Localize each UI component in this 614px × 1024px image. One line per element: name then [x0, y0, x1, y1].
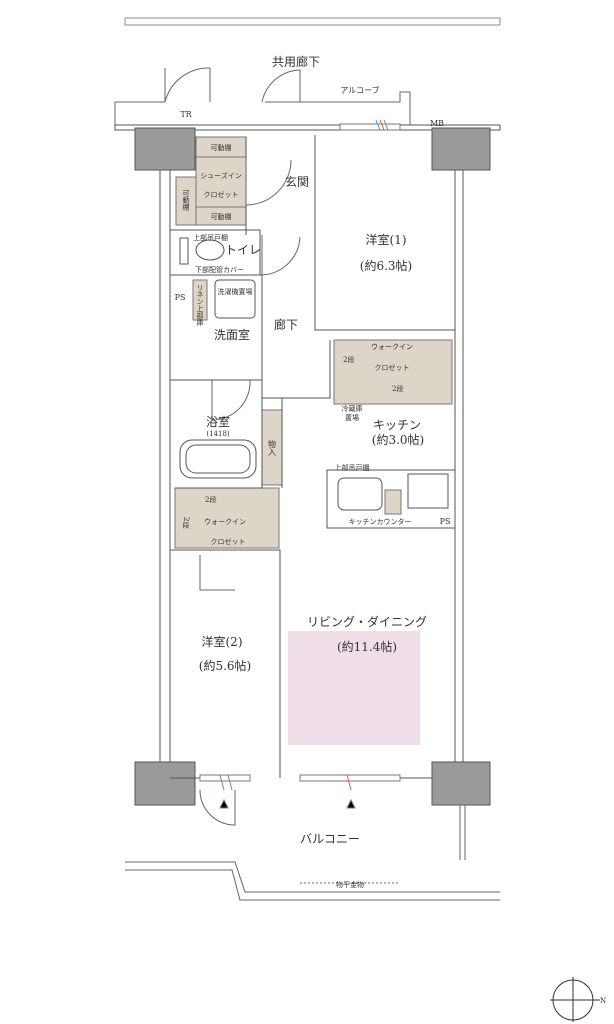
- living-area-highlight: [288, 631, 420, 745]
- label-two-step: 2段: [182, 517, 190, 530]
- label-two-step: 2段: [205, 495, 216, 504]
- label-mb: MB: [430, 119, 444, 128]
- label-hallway: 廊下: [274, 317, 298, 332]
- label-shelf: 可動棚: [211, 212, 232, 221]
- label-north: N: [600, 997, 606, 1005]
- label-living: リビング・ダイニング: [307, 614, 427, 629]
- label-bedroom2-size: (約5.6帖): [199, 658, 251, 673]
- label-wic2-closet: クロゼット: [211, 537, 246, 546]
- windows: [199, 119, 401, 809]
- columns: [134, 127, 491, 806]
- label-common-corridor: 共用廊下: [272, 54, 320, 69]
- label-toilet: トイレ: [225, 243, 261, 257]
- label-bedroom1-size: (約6.3帖): [360, 258, 412, 273]
- label-wic1: ウォークイン: [371, 343, 413, 351]
- label-bedroom1: 洋室(1): [366, 232, 407, 247]
- label-shelf-vertical: 可動棚: [182, 190, 190, 212]
- closets: [174, 136, 453, 549]
- label-storage: 物入: [268, 439, 277, 456]
- label-shoes-in: シューズイン: [200, 171, 242, 180]
- north-arrow-icon: [550, 977, 600, 1022]
- label-balcony: バルコニー: [300, 832, 360, 846]
- label-tr: TR: [180, 110, 192, 119]
- label-kitchen-counter: キッチンカウンター: [349, 517, 412, 526]
- label-bedroom2: 洋室(2): [202, 634, 243, 649]
- label-upper-cabinet-kitchen: 上部吊戸棚: [335, 463, 370, 472]
- label-two-step: 2段: [392, 384, 403, 393]
- label-washroom: 洗面室: [214, 327, 250, 342]
- label-ps-kitchen: PS: [440, 517, 451, 526]
- label-fridge: 冷蔵庫: [342, 404, 363, 413]
- label-alcove: アルコーブ: [340, 85, 379, 95]
- label-upper-cabinet: 上部吊戸棚: [193, 233, 228, 242]
- label-fridge-space: 置場: [345, 413, 359, 422]
- label-shoes-closet: クロゼット: [204, 190, 239, 199]
- corridor-lines: [124, 17, 501, 26]
- doors: [164, 67, 301, 826]
- fixtures: [179, 237, 449, 511]
- label-linen: リネン上部庫: [196, 284, 204, 327]
- label-bath: 浴室: [206, 414, 230, 429]
- label-two-step: 2段: [343, 355, 354, 364]
- label-washer: 洗濯機置場: [218, 287, 253, 296]
- label-entrance: 玄関: [285, 174, 309, 189]
- label-ps: PS: [175, 293, 186, 302]
- label-kitchen-size: (約3.0帖): [372, 432, 424, 447]
- balcony-outline: [125, 805, 500, 901]
- label-pipe-cover: 下部配管カバー: [195, 265, 244, 274]
- label-wic1-closet: クロゼット: [375, 363, 410, 372]
- label-wic2: ウォークイン: [204, 518, 246, 526]
- label-kitchen: キッチン: [373, 418, 421, 432]
- label-bath-size: (1418): [206, 430, 230, 438]
- label-shelf: 可動棚: [211, 143, 232, 152]
- label-living-size: (約11.4帖): [337, 639, 397, 654]
- label-drying-rack: 物干金物: [336, 880, 364, 889]
